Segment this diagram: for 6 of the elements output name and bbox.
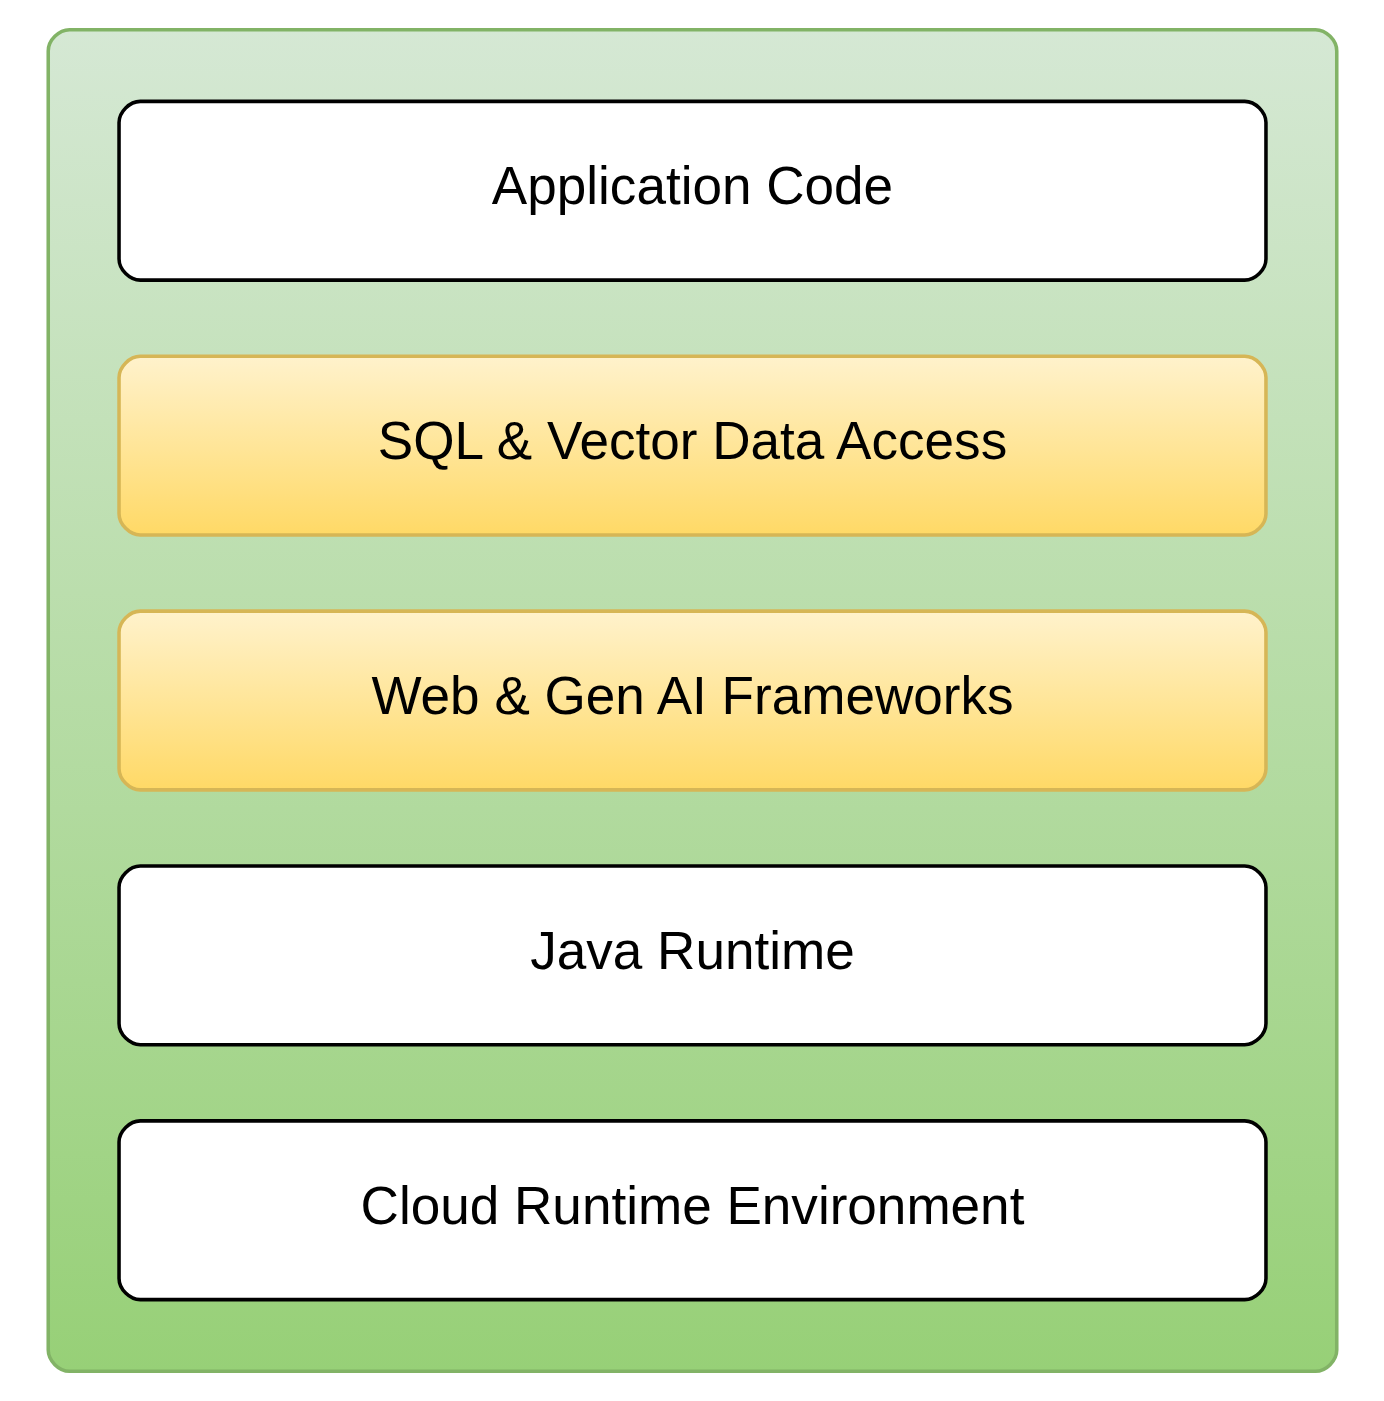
node-box: Cloud Runtime Environment [116, 1119, 1268, 1302]
node-box: Application Code [116, 99, 1268, 282]
cluster [45, 27, 1339, 1374]
node-box: Java Runtime [116, 864, 1268, 1047]
node-box: SQL & Vector Data Access [116, 354, 1268, 537]
node-box: Web & Gen AI Frameworks [116, 609, 1268, 792]
